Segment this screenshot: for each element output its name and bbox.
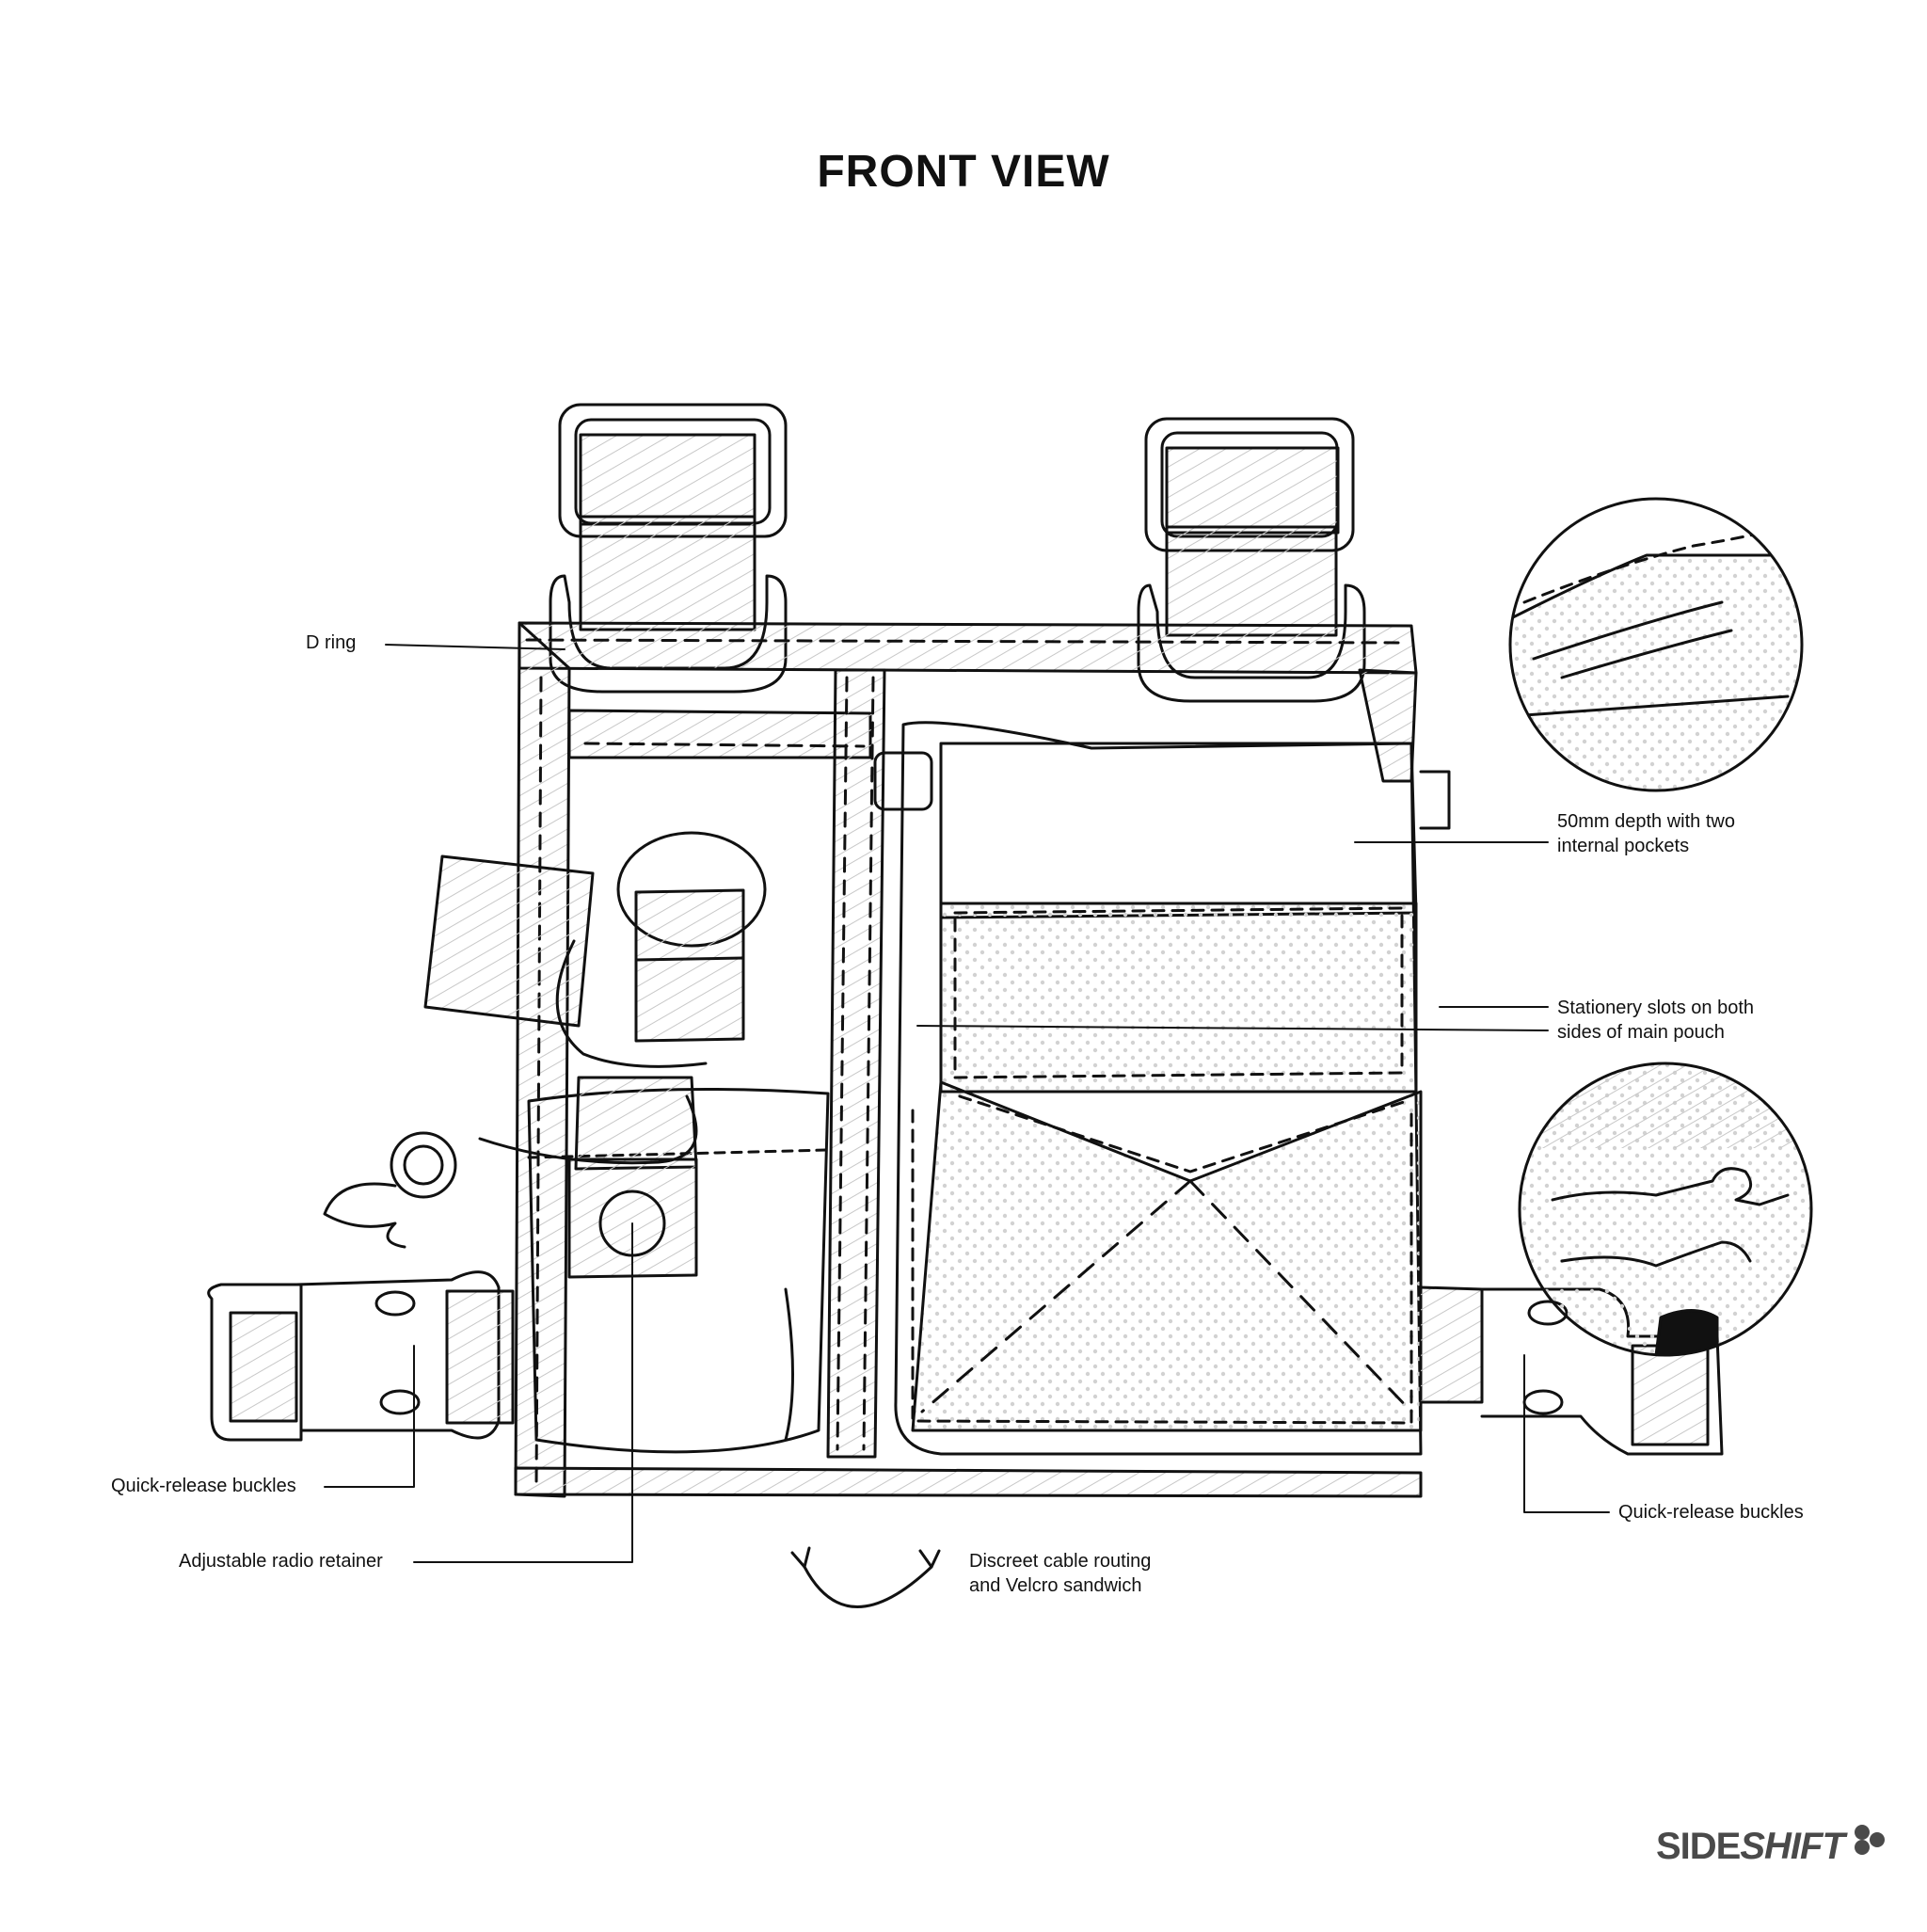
right-buckle bbox=[1419, 1285, 1724, 1456]
callout-cable-line2: and Velcro sandwich bbox=[969, 1575, 1142, 1596]
callout-stationery-slots: Stationery slots on both sides of main p… bbox=[1557, 996, 1754, 1045]
callout-pouch-depth-line1: 50mm depth with two bbox=[1557, 811, 1735, 832]
brand-logo-part1: SIDE bbox=[1656, 1826, 1741, 1867]
callout-stationery-line1: Stationery slots on both bbox=[1557, 998, 1755, 1018]
callout-pouch-depth: 50mm depth with two internal pockets bbox=[1557, 809, 1735, 858]
callout-leader-lines bbox=[324, 644, 1610, 1563]
detail-inset-stationery-slots bbox=[1518, 1062, 1813, 1357]
cable-routing-arrow bbox=[790, 1546, 941, 1608]
radio-retainer bbox=[323, 831, 767, 1279]
callout-radio-retainer: Adjustable radio retainer bbox=[179, 1549, 383, 1573]
left-buckle bbox=[207, 1270, 515, 1442]
page-title: FRONT VIEW bbox=[817, 147, 1110, 197]
main-pouch bbox=[873, 721, 1451, 1456]
callout-stationery-line2: sides of main pouch bbox=[1557, 1022, 1725, 1043]
right-shoulder-strap bbox=[1137, 417, 1366, 703]
callout-d-ring-text: D ring bbox=[306, 632, 357, 653]
callout-buckles-left-text: Quick-release buckles bbox=[111, 1476, 296, 1496]
three-dots-logo-icon bbox=[1855, 1825, 1885, 1855]
brand-logo-part2: SHIFT bbox=[1740, 1826, 1845, 1867]
callout-pouch-depth-line2: internal pockets bbox=[1557, 836, 1690, 856]
callout-radio-retainer-text: Adjustable radio retainer bbox=[179, 1551, 383, 1572]
detail-inset-internal-pockets bbox=[1508, 497, 1804, 792]
callout-cable-routing: Discreet cable routing and Velcro sandwi… bbox=[969, 1549, 1151, 1598]
harness-frame bbox=[514, 621, 1423, 1498]
callout-d-ring: D ring bbox=[306, 631, 356, 655]
callout-buckles-right: Quick-release buckles bbox=[1618, 1500, 1804, 1525]
callout-buckles-right-text: Quick-release buckles bbox=[1618, 1502, 1804, 1523]
callout-buckles-left: Quick-release buckles bbox=[111, 1474, 296, 1498]
brand-logo: SIDESHIFT bbox=[1656, 1826, 1845, 1868]
callout-cable-line1: Discreet cable routing bbox=[969, 1551, 1152, 1572]
